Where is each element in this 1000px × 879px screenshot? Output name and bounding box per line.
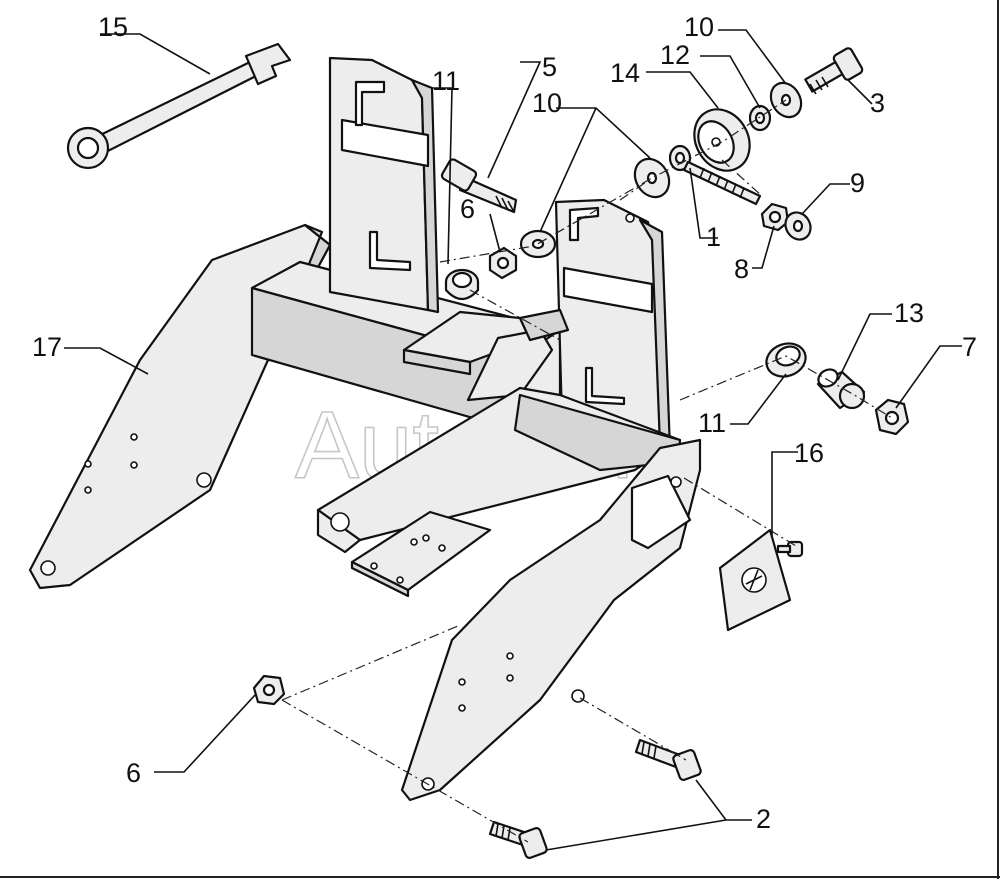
callout-6-upper: 6: [460, 194, 475, 224]
callout-6-lower: 6: [126, 758, 141, 788]
spring-bolt-1: [668, 144, 762, 206]
wrench: [66, 42, 292, 170]
callout-1: 1: [706, 222, 721, 252]
callout-12: 12: [660, 40, 690, 70]
callout-17: 17: [32, 332, 62, 362]
washer-10-left: [519, 229, 557, 259]
sleeve-13: [816, 368, 866, 410]
callout-11-upper: 11: [432, 66, 460, 96]
right-upright-bracket: [554, 198, 672, 452]
front-beam: [316, 386, 682, 554]
nut-7: [874, 398, 910, 436]
bushing-12: [748, 104, 772, 132]
nut-6-lower: [252, 674, 286, 706]
callout-7: 7: [962, 332, 977, 362]
callout-13: 13: [894, 298, 924, 328]
bolt-2-upper: [634, 738, 702, 781]
center-hitch: [402, 308, 570, 402]
cover-plate: [718, 528, 792, 632]
bolt-5: [440, 158, 518, 214]
callout-2: 2: [756, 804, 771, 834]
washer-10-right-left: [633, 157, 671, 199]
callout-labels: 15 5 11 10 6 14 12 10 3 9 1 8 13 7 11 17…: [32, 12, 977, 834]
callout-16: 16: [794, 438, 824, 468]
callout-15: 15: [98, 12, 128, 42]
callout-8: 8: [734, 254, 749, 284]
leader-lines: [64, 29, 962, 851]
callout-10-top: 10: [684, 12, 714, 42]
washer-9: [784, 211, 812, 241]
roller-14: [693, 108, 751, 172]
bushing-11-lower: [765, 342, 807, 378]
callout-11-lower: 11: [698, 408, 726, 438]
callout-3: 3: [870, 88, 885, 118]
callout-5: 5: [542, 52, 557, 82]
nut-6-upper: [488, 246, 518, 280]
callout-10-left: 10: [532, 88, 562, 118]
floor-plate: [350, 510, 492, 598]
assembly-centerlines: [281, 99, 893, 843]
cover-bolt: [776, 540, 804, 558]
nut-8: [760, 202, 790, 232]
callout-14: 14: [610, 58, 640, 88]
right-side-plate: [400, 438, 702, 802]
bushing-11-upper: [444, 268, 480, 301]
callout-9: 9: [850, 168, 865, 198]
bolt-3: [804, 47, 864, 95]
bolt-2-lower: [488, 820, 548, 859]
left-upright-bracket: [328, 56, 440, 314]
